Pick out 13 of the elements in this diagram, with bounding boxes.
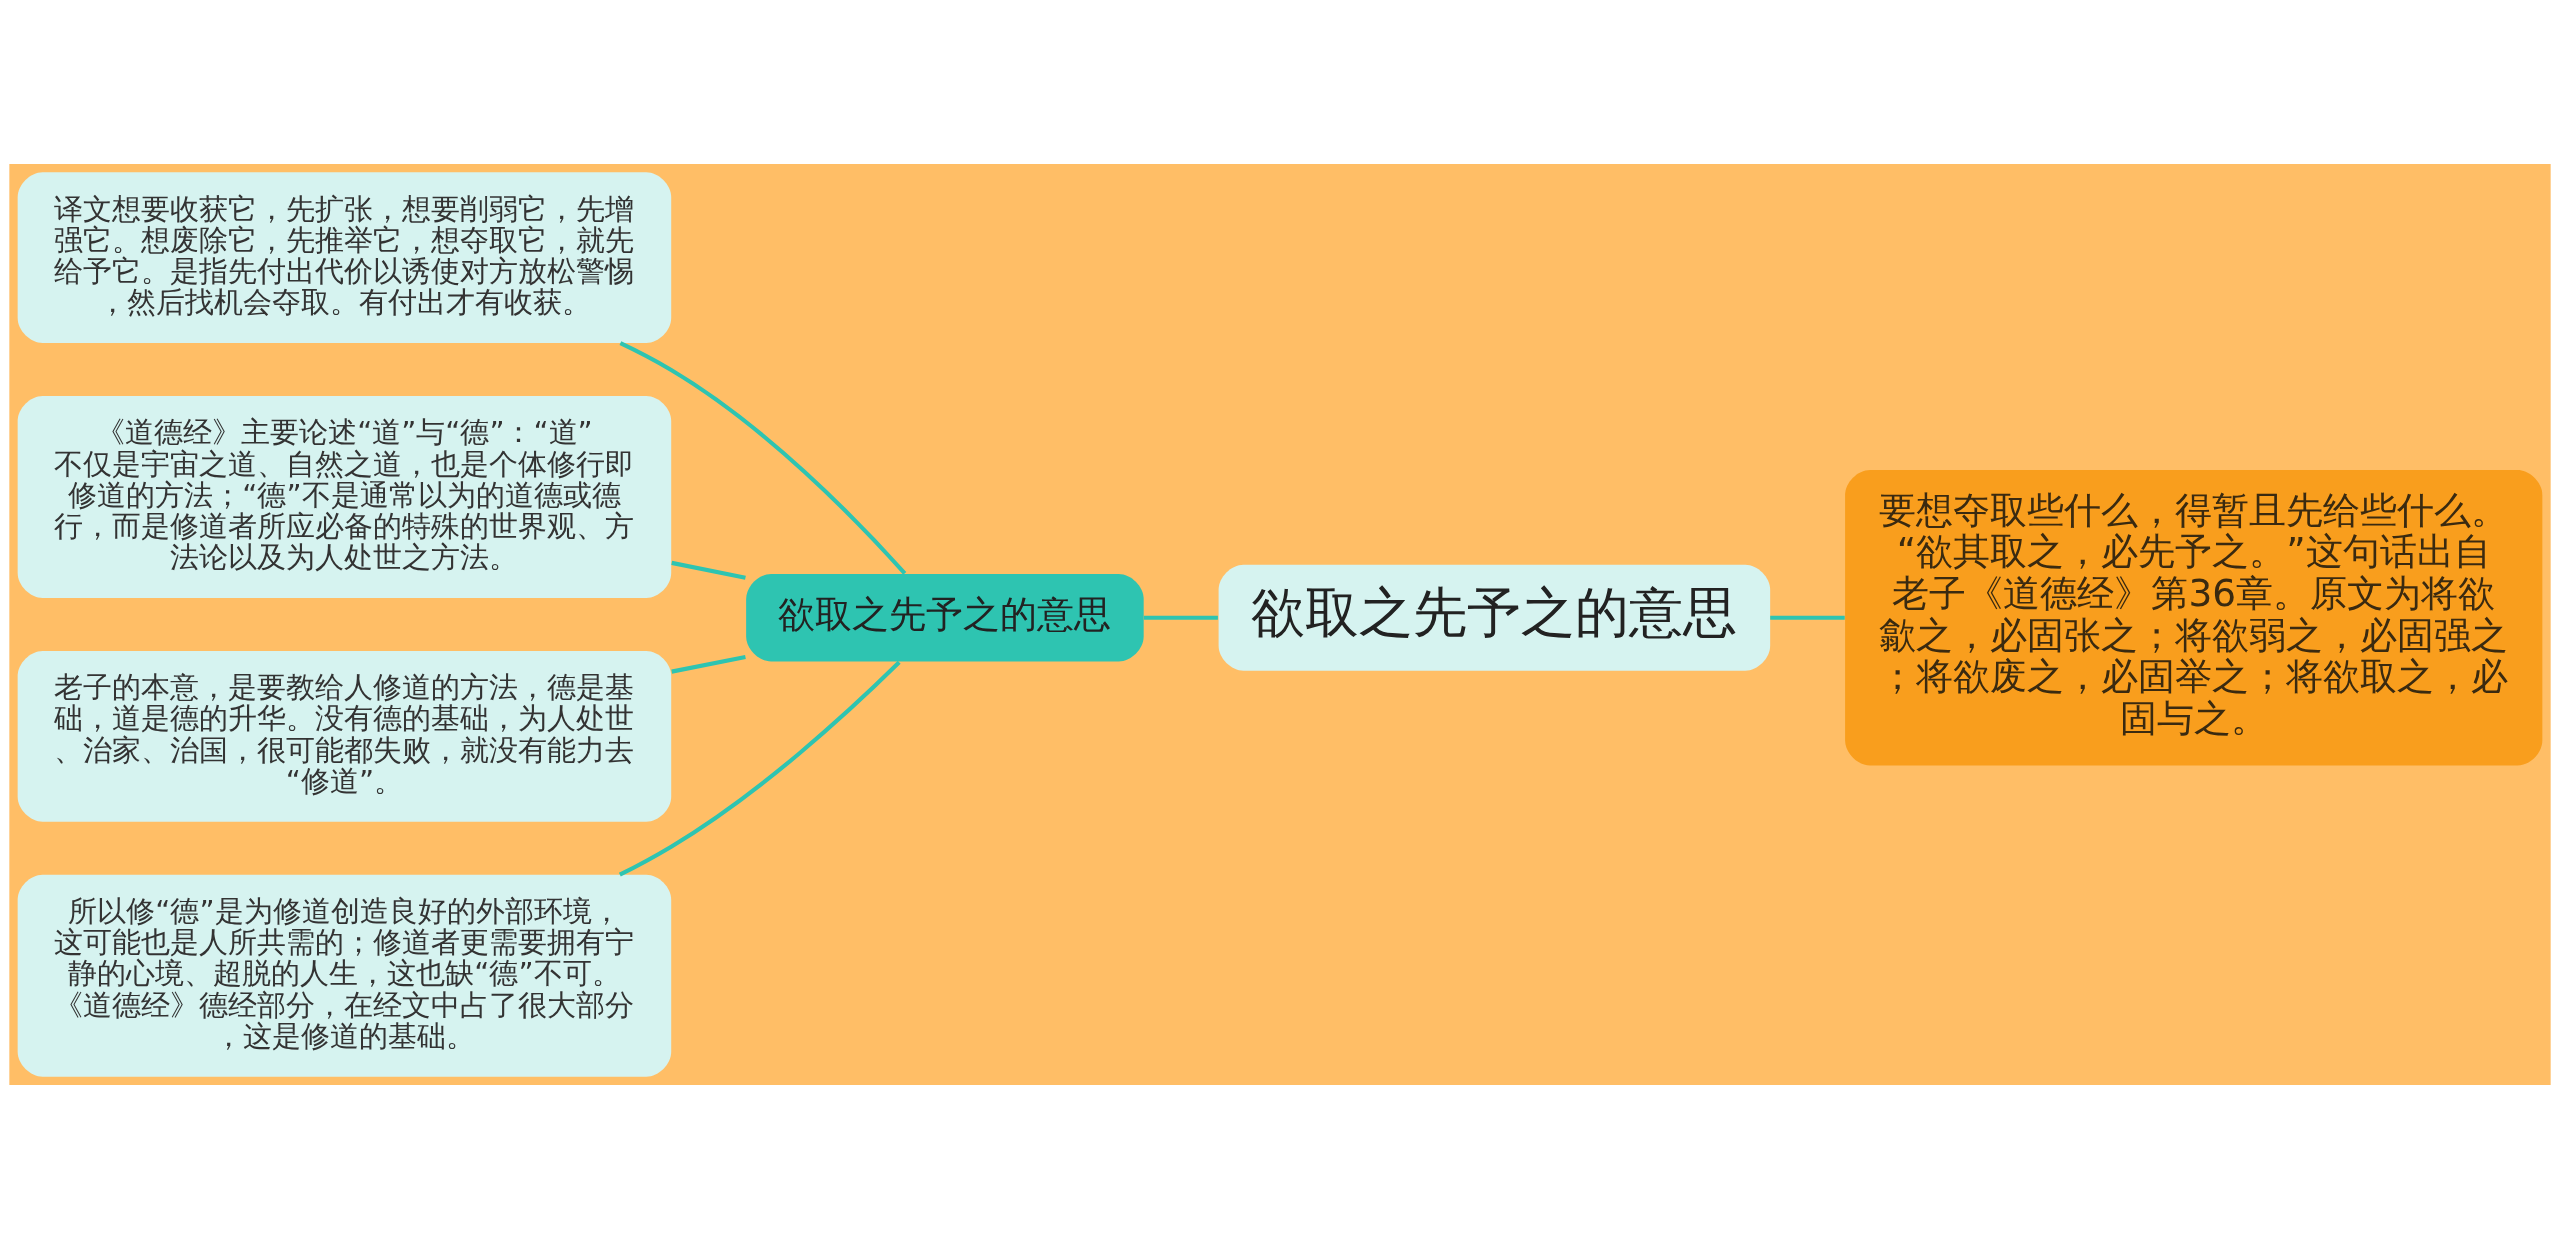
node-box: 欲取之先予之的意思	[746, 573, 1144, 661]
node-box: 译文想要收获它，先扩张，想要削弱它，先增强它。想废除它，先推举它，想夺取它，就先给予它。是指先付出代价以诱使对方放松警惕，然后找机会夺取。有付出才有收获。	[17, 171, 672, 343]
node-box: 欲取之先予之的意思	[1218, 564, 1771, 671]
connector	[619, 340, 907, 575]
connector	[671, 654, 746, 674]
node-box: 《道德经》主要论述“道”与“德”：“道”不仅是宇宙之道、自然之道，也是个体修行即修道的方法；“德”不是通常以为的道德或德行，而是修道者所应必备的特殊的世界观、方法论以及为人处世之方法。	[17, 395, 672, 598]
node-box: 要想夺取些什么，得暂且先给些什么。“欲其取之，必先予之。”这句话出自老子《道德经》第36章。原文为将欲歙之，必固张之；将欲弱之，必固强之；将欲废之，必固举之；将欲取之，必固与之。	[1845, 469, 2543, 765]
connector	[1770, 615, 1845, 620]
node-box: 老子的本意，是要教给人修道的方法，德是基础，道是德的升华。没有德的基础，为人处世、治家、治国，很可能都失败，就没有能力去“修道”。	[17, 650, 672, 822]
node-box: 所以修“德”是为修道创造良好的外部环境，这可能也是人所共需的；修道者更需要拥有宁静的心境、超脱的人生，这也缺“德”不可。《道德经》德经部分，在经文中占了很大部分，这是修道的基础。	[17, 874, 672, 1077]
connector	[1143, 615, 1218, 620]
connector	[671, 560, 746, 580]
connector	[618, 660, 901, 877]
